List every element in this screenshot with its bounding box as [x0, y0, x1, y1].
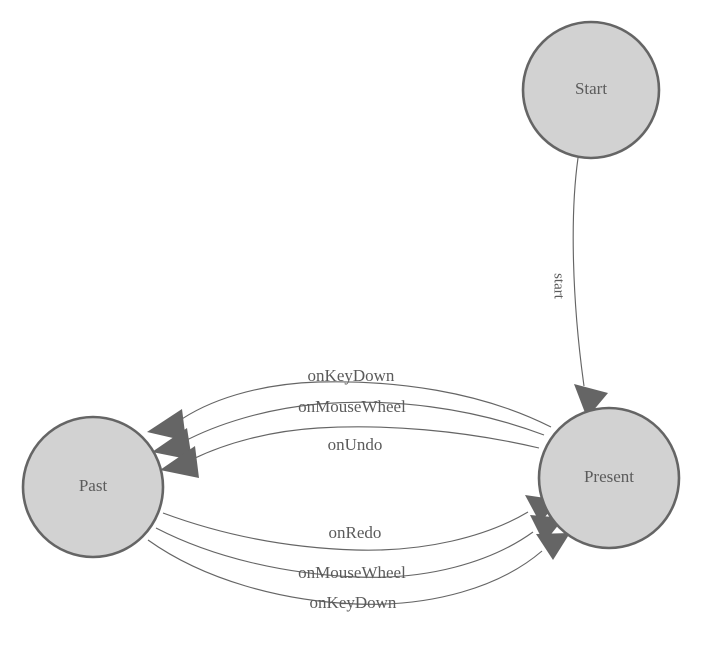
node-start[interactable]: Start: [521, 20, 661, 160]
arrowhead-start-to-present: [574, 384, 608, 418]
edge-past-to-present-onmousewheel[interactable]: onMouseWheel: [155, 515, 564, 582]
edge-start-to-present[interactable]: start: [551, 157, 608, 418]
arrowhead-present-to-past-onkeydown: [147, 409, 186, 441]
edge-label-past-to-present-onkeydown: onKeyDown: [310, 593, 397, 612]
edge-past-to-present-onmousewheel-path: [155, 527, 534, 578]
edge-label-start: start: [551, 273, 567, 300]
edge-label-past-to-present-onmousewheel: onMouseWheel: [298, 563, 406, 582]
arrowhead-past-to-present-onkeydown: [536, 533, 570, 560]
edge-start-to-present-path: [572, 157, 585, 387]
node-present-label: Present: [584, 467, 634, 486]
edge-past-to-present-onredo-path: [162, 511, 529, 551]
edge-label-present-to-past-onundo: onUndo: [328, 435, 383, 454]
edge-label-past-to-present-onredo: onRedo: [329, 523, 382, 542]
edge-past-to-present-onkeydown-path: [147, 539, 543, 605]
arrowhead-present-to-past-onmousewheel: [152, 428, 192, 460]
edge-present-to-past-onkeydown-path: [175, 381, 552, 428]
edge-present-to-past-onmousewheel-path: [182, 401, 545, 443]
node-past-label: Past: [79, 476, 108, 495]
edge-label-present-to-past-onkeydown: onKeyDown: [308, 366, 395, 385]
edge-past-to-present-onredo[interactable]: onRedo: [162, 495, 559, 551]
node-start-label: Start: [575, 79, 607, 98]
node-past[interactable]: Past: [21, 415, 165, 559]
node-past-circle: [21, 415, 165, 559]
arrowhead-present-to-past-onundo: [160, 446, 199, 478]
node-start-circle: [521, 20, 661, 160]
edge-present-to-past-onmousewheel[interactable]: onMouseWheel: [152, 397, 545, 460]
edge-label-present-to-past-onmousewheel: onMouseWheel: [298, 397, 406, 416]
edge-present-to-past-onundo-path: [192, 426, 540, 460]
edge-present-to-past-onundo[interactable]: onUndo: [160, 426, 540, 478]
edge-present-to-past-onkeydown[interactable]: onKeyDown: [147, 366, 552, 441]
node-present[interactable]: Present: [537, 406, 681, 550]
node-present-circle: [537, 406, 681, 550]
edge-past-to-present-onkeydown[interactable]: onKeyDown: [147, 533, 570, 612]
